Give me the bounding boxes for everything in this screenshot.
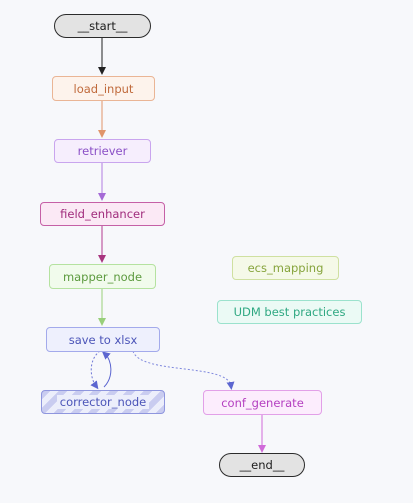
load-input-node-label: load_input [73,81,134,96]
udm-best-practices-node-label: UDM best practices [233,305,346,319]
save-to-xlsx-node[interactable]: save to xlsx [46,327,160,352]
load-input-node[interactable]: load_input [52,76,155,101]
end-node-label: __end__ [239,458,285,472]
field-enhancer-node-label: field_enhancer [60,207,145,221]
edge-corrector-to-save-solid [101,351,112,388]
start-node-label: __start__ [77,19,128,33]
retriever-node-label: retriever [77,144,128,158]
conf-generate-node[interactable]: conf_generate [203,390,322,415]
mapper-node-label: mapper_node [62,269,143,284]
mapper-node[interactable]: mapper_node [49,264,156,289]
start-node[interactable]: __start__ [54,14,151,38]
conf-generate-node-label: conf_generate [221,395,304,410]
save-to-xlsx-node-label: save to xlsx [68,332,138,347]
retriever-node[interactable]: retriever [54,139,151,163]
ecs-mapping-node[interactable]: ecs_mapping [232,256,339,280]
edge-save-to-conf-generate-dashed [132,350,235,390]
corrector-node-label: corrector_node [56,395,150,409]
edge-save-to-corrector-dashed [90,350,101,390]
end-node[interactable]: __end__ [219,453,305,477]
udm-best-practices-node[interactable]: UDM best practices [217,300,362,324]
field-enhancer-node[interactable]: field_enhancer [40,202,165,226]
ecs-mapping-node-label: ecs_mapping [247,261,324,275]
corrector-node[interactable]: corrector_node [41,390,165,414]
